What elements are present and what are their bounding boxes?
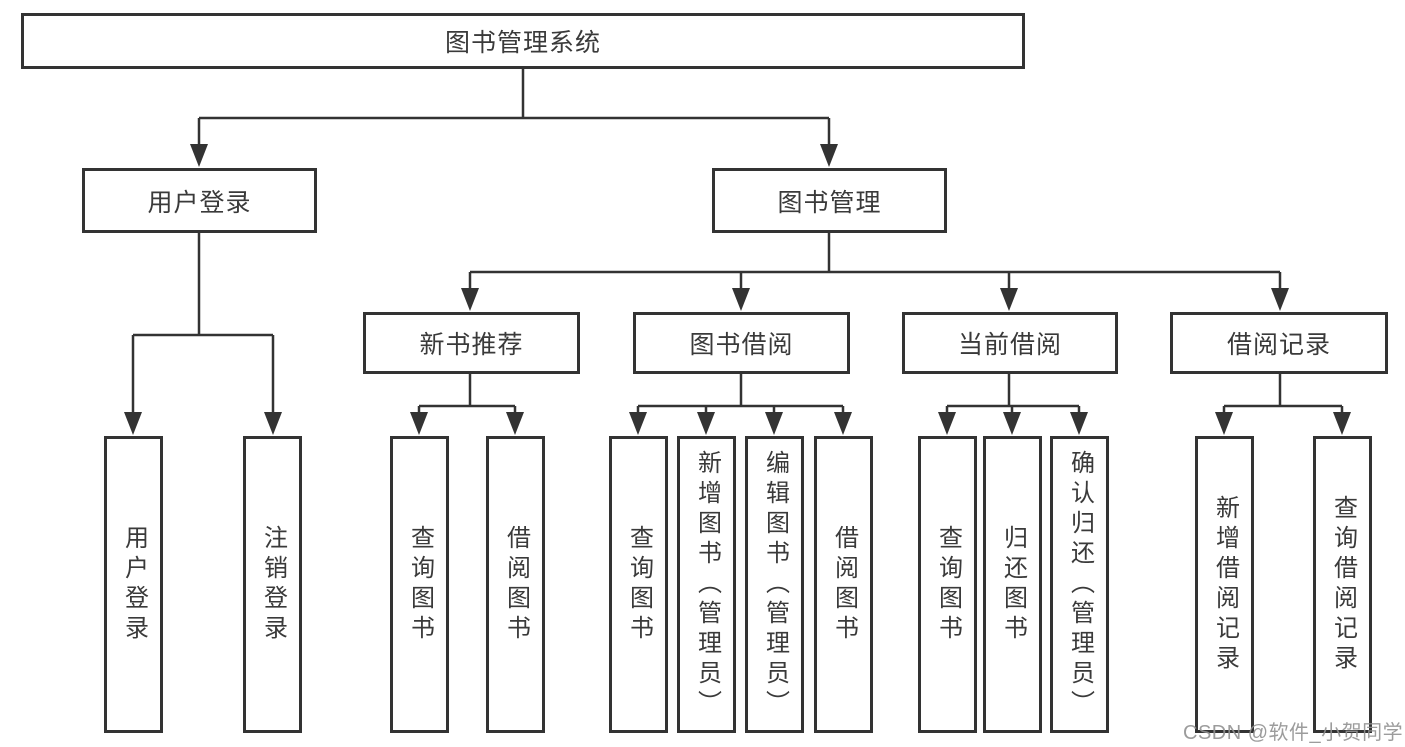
connector-current-borrow-to-leaves <box>938 374 1088 435</box>
leaf-label: 新增借阅记录 <box>1211 494 1239 675</box>
arrowhead <box>765 412 783 435</box>
leaf-query-borrow-record: 查询借阅记录 <box>1313 436 1372 733</box>
arrowhead <box>732 288 750 311</box>
leaf-label: 用户登录 <box>120 524 148 645</box>
leaf-label: 查询图书 <box>934 524 962 645</box>
leaf-label: 新增图书（管理员） <box>693 449 721 720</box>
connector-book-borrow-to-leaves <box>629 374 852 435</box>
arrowhead <box>1070 412 1088 435</box>
arrowhead <box>629 412 647 435</box>
leaf-label: 归还图书 <box>999 524 1027 645</box>
leaf-borrow-books-recommend: 借阅图书 <box>486 436 545 733</box>
leaf-label: 编辑图书（管理员） <box>761 449 789 720</box>
leaf-query-books-recommend: 查询图书 <box>390 436 449 733</box>
leaf-label: 确认归还（管理员） <box>1066 449 1094 720</box>
arrowhead <box>697 412 715 435</box>
leaf-add-book-admin: 新增图书（管理员） <box>677 436 736 733</box>
arrowhead <box>938 412 956 435</box>
node-current-borrow: 当前借阅 <box>902 312 1118 374</box>
leaf-label: 借阅图书 <box>502 524 530 645</box>
leaf-label: 查询图书 <box>625 524 653 645</box>
leaf-query-books-borrow: 查询图书 <box>609 436 668 733</box>
node-borrow-records: 借阅记录 <box>1170 312 1388 374</box>
leaf-return-book: 归还图书 <box>983 436 1042 733</box>
leaf-logout-login: 注销登录 <box>243 436 302 733</box>
arrowhead <box>264 412 282 435</box>
node-user-login: 用户登录 <box>82 168 317 233</box>
arrowhead <box>461 288 479 311</box>
arrowhead <box>1000 288 1018 311</box>
connector-root-to-level2 <box>190 68 838 167</box>
leaf-borrow-books: 借阅图书 <box>814 436 873 733</box>
leaf-label: 查询图书 <box>406 524 434 645</box>
node-book-borrow: 图书借阅 <box>633 312 850 374</box>
arrowhead <box>1215 412 1233 435</box>
leaf-label: 注销登录 <box>259 524 287 645</box>
arrowhead <box>1333 412 1351 435</box>
arrowhead <box>1271 288 1289 311</box>
arrowhead <box>506 412 524 435</box>
arrowhead <box>190 144 208 167</box>
node-book-management: 图书管理 <box>712 168 947 233</box>
connector-borrow-records-to-leaves <box>1215 374 1351 435</box>
arrowhead <box>410 412 428 435</box>
leaf-query-books-current: 查询图书 <box>918 436 977 733</box>
arrowhead <box>1003 412 1021 435</box>
connector-new-book-recommend-to-leaves <box>410 374 524 435</box>
connector-user-login-to-leaves <box>124 233 282 435</box>
node-new-book-recommend: 新书推荐 <box>363 312 580 374</box>
arrowhead <box>834 412 852 435</box>
leaf-confirm-return-admin: 确认归还（管理员） <box>1050 436 1109 733</box>
arrowhead <box>124 412 142 435</box>
csdn-watermark: CSDN @软件_小贺同学 <box>1183 722 1404 744</box>
node-library-management-system: 图书管理系统 <box>21 13 1025 69</box>
arrowhead <box>820 144 838 167</box>
leaf-label: 查询借阅记录 <box>1329 494 1357 675</box>
leaf-add-borrow-record: 新增借阅记录 <box>1195 436 1254 733</box>
leaf-label: 借阅图书 <box>830 524 858 645</box>
connector-book-management-to-level3 <box>461 233 1289 311</box>
leaf-edit-book-admin: 编辑图书（管理员） <box>745 436 804 733</box>
leaf-user-login: 用户登录 <box>104 436 163 733</box>
